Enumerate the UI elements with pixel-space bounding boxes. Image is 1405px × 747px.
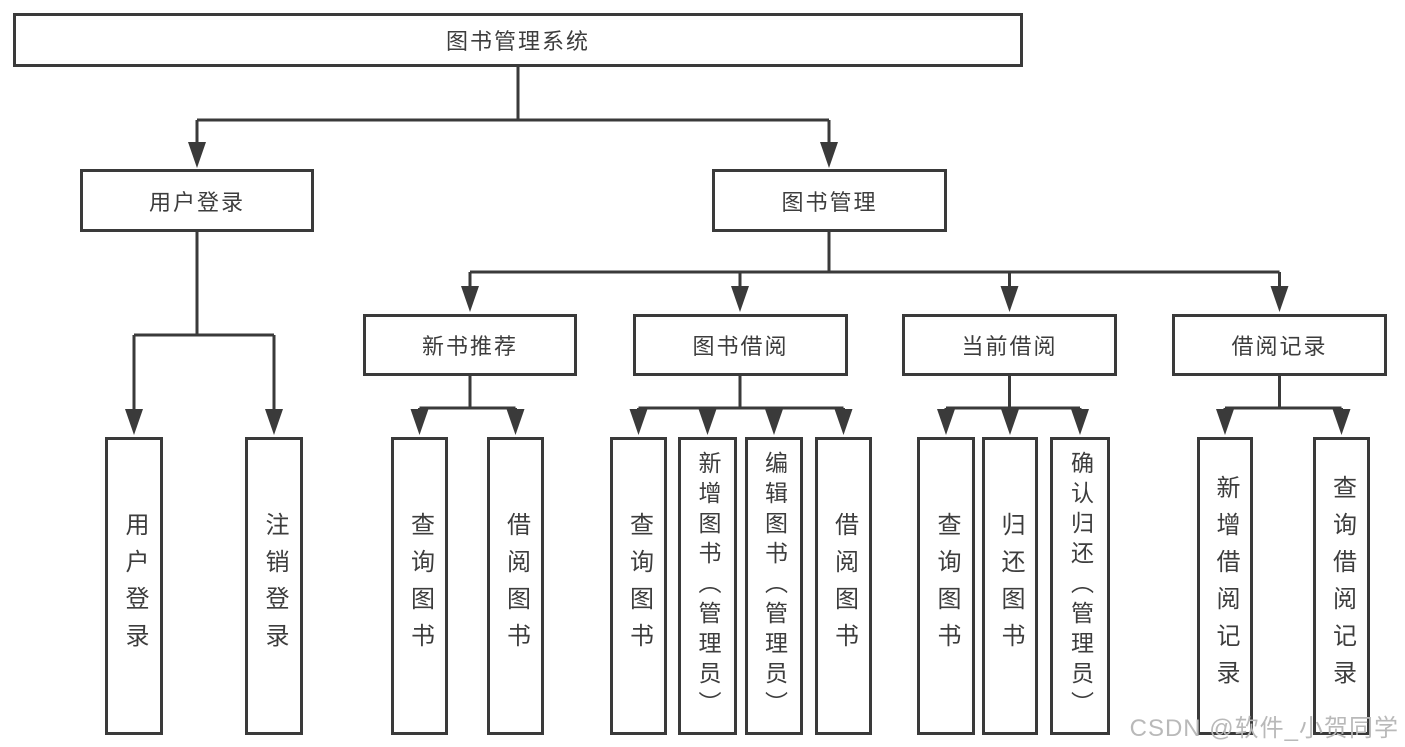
node-book-borrow: 图书借阅 <box>633 314 848 376</box>
node-root: 图书管理系统 <box>13 13 1023 67</box>
node-br-add-record: 新增借阅记录 <box>1197 437 1253 735</box>
node-new-book-recommend-label: 新书推荐 <box>421 334 518 359</box>
node-logout: 注销登录 <box>245 437 303 735</box>
node-bb-edit-book-label: 编辑图书（管理员） <box>761 451 788 721</box>
node-cb-query-book-label: 查询图书 <box>933 512 960 660</box>
node-br-add-record-label: 新增借阅记录 <box>1212 475 1239 697</box>
node-book-management: 图书管理 <box>712 169 947 232</box>
node-current-borrow: 当前借阅 <box>902 314 1117 376</box>
node-br-query-record-label: 查询借阅记录 <box>1328 475 1356 697</box>
node-user-login: 用户登录 <box>80 169 314 232</box>
node-bb-edit-book: 编辑图书（管理员） <box>745 437 803 735</box>
node-cb-confirm-return-label: 确认归还（管理员） <box>1067 451 1094 721</box>
node-bb-add-book-label: 新增图书（管理员） <box>695 451 721 721</box>
node-nbr-query-book-label: 查询图书 <box>406 512 434 660</box>
csdn-watermark: CSDN @软件_小贺同学 <box>1129 715 1399 742</box>
node-borrow-records: 借阅记录 <box>1172 314 1387 376</box>
node-cb-query-book: 查询图书 <box>917 437 975 735</box>
node-root-label: 图书管理系统 <box>445 29 590 54</box>
node-new-book-recommend: 新书推荐 <box>363 314 577 376</box>
node-bb-add-book: 新增图书（管理员） <box>678 437 737 735</box>
arrowheads <box>125 142 1351 435</box>
node-bb-borrow-book: 借阅图书 <box>815 437 872 735</box>
node-bb-query-book-label: 查询图书 <box>625 512 653 660</box>
node-borrow-records-label: 借阅记录 <box>1231 334 1328 359</box>
node-cb-return-book-label: 归还图书 <box>997 512 1024 660</box>
node-nbr-borrow-book: 借阅图书 <box>487 437 544 735</box>
node-login: 用户登录 <box>105 437 163 735</box>
node-cb-return-book: 归还图书 <box>982 437 1038 735</box>
node-user-login-label: 用户登录 <box>148 189 245 215</box>
node-current-borrow-label: 当前借阅 <box>961 334 1058 359</box>
node-book-management-label: 图书管理 <box>781 189 878 215</box>
node-login-label: 用户登录 <box>121 512 148 660</box>
node-logout-label: 注销登录 <box>261 512 288 660</box>
node-bb-query-book: 查询图书 <box>610 437 667 735</box>
node-bb-borrow-book-label: 借阅图书 <box>830 512 858 660</box>
node-br-query-record: 查询借阅记录 <box>1313 437 1370 735</box>
node-book-borrow-label: 图书借阅 <box>692 334 789 359</box>
node-cb-confirm-return: 确认归还（管理员） <box>1050 437 1110 735</box>
node-nbr-borrow-book-label: 借阅图书 <box>502 512 530 660</box>
node-nbr-query-book: 查询图书 <box>391 437 448 735</box>
